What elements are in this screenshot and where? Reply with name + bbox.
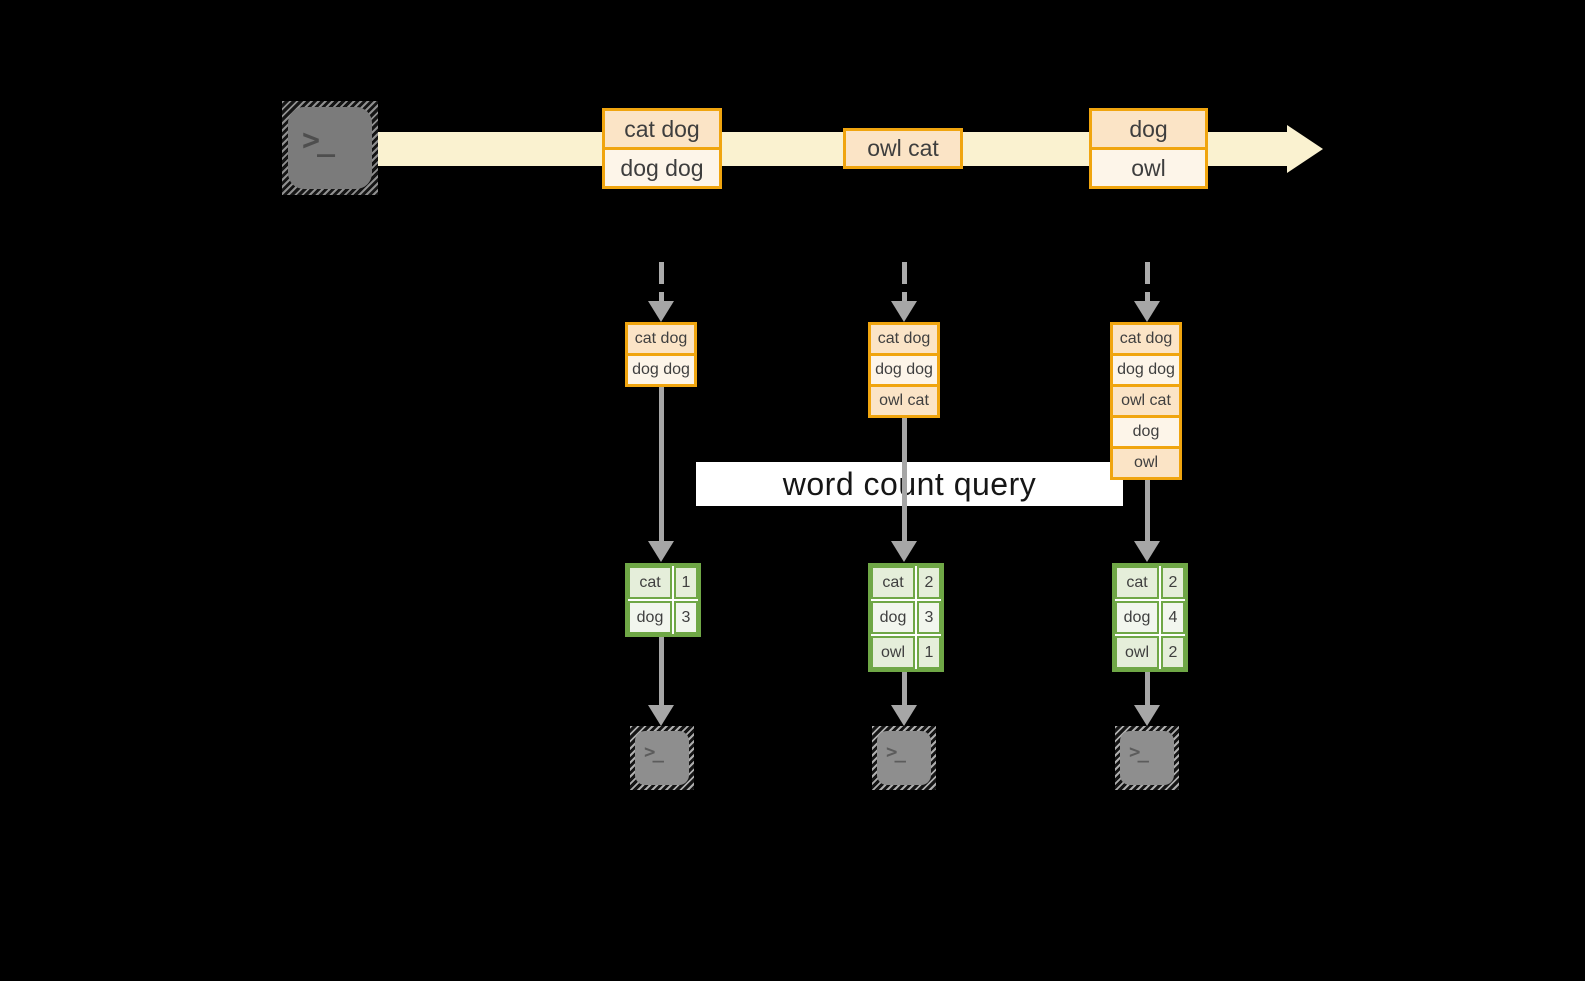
connector-line (1145, 657, 1150, 709)
connector-line (902, 418, 907, 544)
source-terminal-icon: >_ (282, 101, 378, 195)
batch-line: cat dog (605, 111, 719, 147)
down-arrowhead-icon (891, 705, 917, 726)
count-table-1: cat 1 dog 3 (625, 563, 701, 637)
count-word: owl (1115, 636, 1159, 669)
down-arrowhead-icon (648, 705, 674, 726)
state-row: dog dog (1113, 356, 1179, 384)
batch-line: dog dog (605, 150, 719, 186)
state-row: dog (1113, 418, 1179, 446)
down-arrowhead-icon (648, 541, 674, 562)
query-label: word count query (782, 465, 1037, 502)
count-value: 3 (674, 601, 698, 634)
stream-batch-1: cat dog dog dog (602, 108, 722, 189)
prompt-icon: >_ (644, 741, 664, 763)
connector-line (659, 627, 664, 709)
stream-batch-3: dog owl (1089, 108, 1208, 189)
down-arrowhead-icon (891, 541, 917, 562)
dashed-arrow-segment (659, 262, 664, 284)
dashed-arrow-segment (902, 262, 907, 284)
query-label-box: word count query (696, 462, 1123, 506)
terminal-screen: >_ (877, 731, 931, 785)
state-stack-1: cat dog dog dog (625, 322, 697, 387)
count-word: dog (871, 601, 915, 634)
dashed-arrow-segment (1145, 292, 1150, 304)
prompt-icon: >_ (1129, 741, 1149, 763)
prompt-icon: >_ (886, 741, 906, 763)
stream-arrowhead-icon (1287, 125, 1323, 173)
output-terminal-icon-2: >_ (872, 726, 936, 790)
count-word: dog (628, 601, 672, 634)
state-row: cat dog (628, 325, 694, 353)
batch-line: owl cat (846, 131, 960, 166)
count-word: cat (628, 566, 672, 599)
state-stack-3: cat dog dog dog owl cat dog owl (1110, 322, 1182, 480)
connector-line (902, 657, 907, 709)
down-arrowhead-icon (891, 301, 917, 322)
terminal-screen: >_ (288, 107, 372, 189)
dashed-arrow-segment (902, 292, 907, 304)
down-arrowhead-icon (1134, 705, 1160, 726)
down-arrowhead-icon (1134, 301, 1160, 322)
batch-line: dog (1092, 111, 1205, 147)
connector-line (1145, 480, 1150, 544)
count-table-3: cat 2 dog 4 owl 2 (1112, 563, 1188, 672)
stream-batch-2: owl cat (843, 128, 963, 169)
terminal-screen: >_ (635, 731, 689, 785)
batch-line: owl (1092, 150, 1205, 186)
dashed-arrow-segment (1145, 262, 1150, 284)
count-word: cat (871, 566, 915, 599)
state-row: dog dog (871, 356, 937, 384)
state-row: cat dog (871, 325, 937, 353)
count-word: dog (1115, 601, 1159, 634)
state-row: owl (1113, 449, 1179, 477)
connector-line (659, 387, 664, 544)
prompt-icon: >_ (302, 123, 335, 158)
state-row: cat dog (1113, 325, 1179, 353)
state-row: dog dog (628, 356, 694, 384)
dashed-arrow-segment (659, 292, 664, 304)
count-value: 1 (917, 636, 941, 669)
terminal-screen: >_ (1120, 731, 1174, 785)
count-value: 3 (917, 601, 941, 634)
count-word: owl (871, 636, 915, 669)
down-arrowhead-icon (1134, 541, 1160, 562)
count-table-2: cat 2 dog 3 owl 1 (868, 563, 944, 672)
down-arrowhead-icon (648, 301, 674, 322)
count-value: 1 (674, 566, 698, 599)
count-value: 2 (1161, 636, 1185, 669)
count-word: cat (1115, 566, 1159, 599)
state-row: owl cat (1113, 387, 1179, 415)
count-value: 2 (1161, 566, 1185, 599)
state-stack-2: cat dog dog dog owl cat (868, 322, 940, 418)
state-row: owl cat (871, 387, 937, 415)
output-terminal-icon-1: >_ (630, 726, 694, 790)
count-value: 4 (1161, 601, 1185, 634)
count-value: 2 (917, 566, 941, 599)
output-terminal-icon-3: >_ (1115, 726, 1179, 790)
